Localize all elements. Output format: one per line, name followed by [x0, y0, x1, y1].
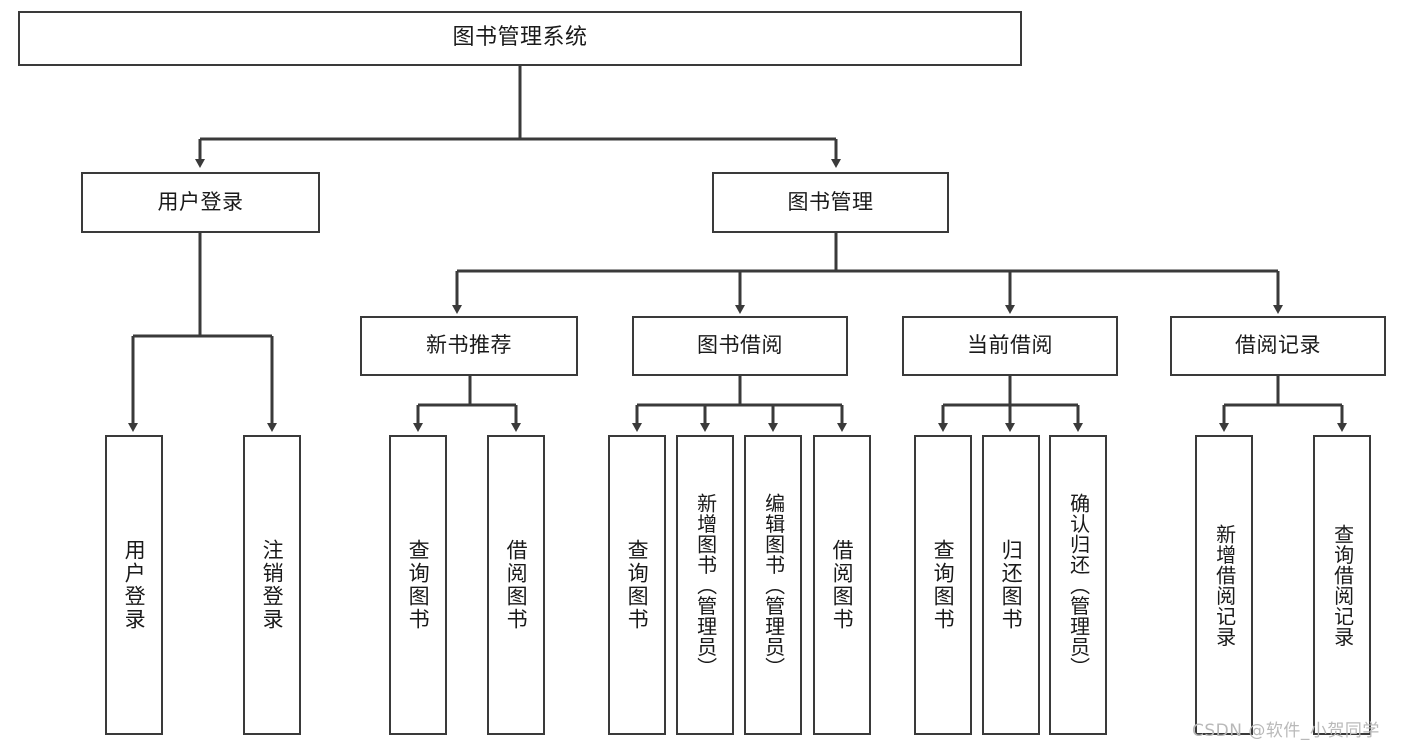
leaf-borrow-record-query[interactable]: 查询借阅记录	[1313, 435, 1371, 735]
node-label: 新增图书（管理员）	[693, 492, 718, 678]
node-label: 查询图书	[625, 539, 650, 631]
node-label: 用户登录	[122, 539, 147, 631]
node-label: 借阅图书	[830, 539, 855, 631]
node-label: 确认归还（管理员）	[1066, 492, 1091, 678]
node-label: 图书借阅	[697, 333, 783, 358]
node-label: 归还图书	[999, 539, 1024, 631]
node-label: 当前借阅	[967, 333, 1053, 358]
leaf-new-book-borrow[interactable]: 借阅图书	[487, 435, 545, 735]
leaf-current-borrow-query[interactable]: 查询图书	[914, 435, 972, 735]
leaf-current-borrow-confirm-admin[interactable]: 确认归还（管理员）	[1049, 435, 1107, 735]
node-label: 新增借阅记录	[1212, 523, 1237, 647]
node-borrow-record[interactable]: 借阅记录	[1170, 316, 1386, 376]
node-label: 图书管理系统	[452, 25, 588, 51]
node-label: 借阅记录	[1235, 333, 1321, 358]
node-current-borrow[interactable]: 当前借阅	[902, 316, 1118, 376]
leaf-book-borrow-borrow[interactable]: 借阅图书	[813, 435, 871, 735]
node-root-book-management-system[interactable]: 图书管理系统	[18, 11, 1022, 66]
node-user-login[interactable]: 用户登录	[81, 172, 320, 233]
node-label: 新书推荐	[426, 333, 512, 358]
leaf-book-borrow-add-admin[interactable]: 新增图书（管理员）	[676, 435, 734, 735]
node-label: 图书管理	[787, 189, 874, 214]
node-new-book-recommend[interactable]: 新书推荐	[360, 316, 578, 376]
leaf-book-borrow-query[interactable]: 查询图书	[608, 435, 666, 735]
node-label: 查询图书	[931, 539, 956, 631]
node-label: 用户登录	[157, 189, 244, 214]
leaf-user-login-logout[interactable]: 注销登录	[243, 435, 301, 735]
csdn-watermark: CSDN @软件_小贺同学	[1192, 721, 1380, 741]
node-label: 编辑图书（管理员）	[761, 492, 786, 678]
leaf-user-login-login[interactable]: 用户登录	[105, 435, 163, 735]
leaf-book-borrow-edit-admin[interactable]: 编辑图书（管理员）	[744, 435, 802, 735]
node-label: 借阅图书	[504, 539, 529, 631]
leaf-borrow-record-add[interactable]: 新增借阅记录	[1195, 435, 1253, 735]
leaf-current-borrow-return[interactable]: 归还图书	[982, 435, 1040, 735]
node-book-borrow[interactable]: 图书借阅	[632, 316, 848, 376]
node-label: 注销登录	[260, 539, 285, 631]
node-label: 查询借阅记录	[1330, 523, 1355, 647]
leaf-new-book-query[interactable]: 查询图书	[389, 435, 447, 735]
node-label: 查询图书	[406, 539, 431, 631]
node-book-management[interactable]: 图书管理	[712, 172, 949, 233]
